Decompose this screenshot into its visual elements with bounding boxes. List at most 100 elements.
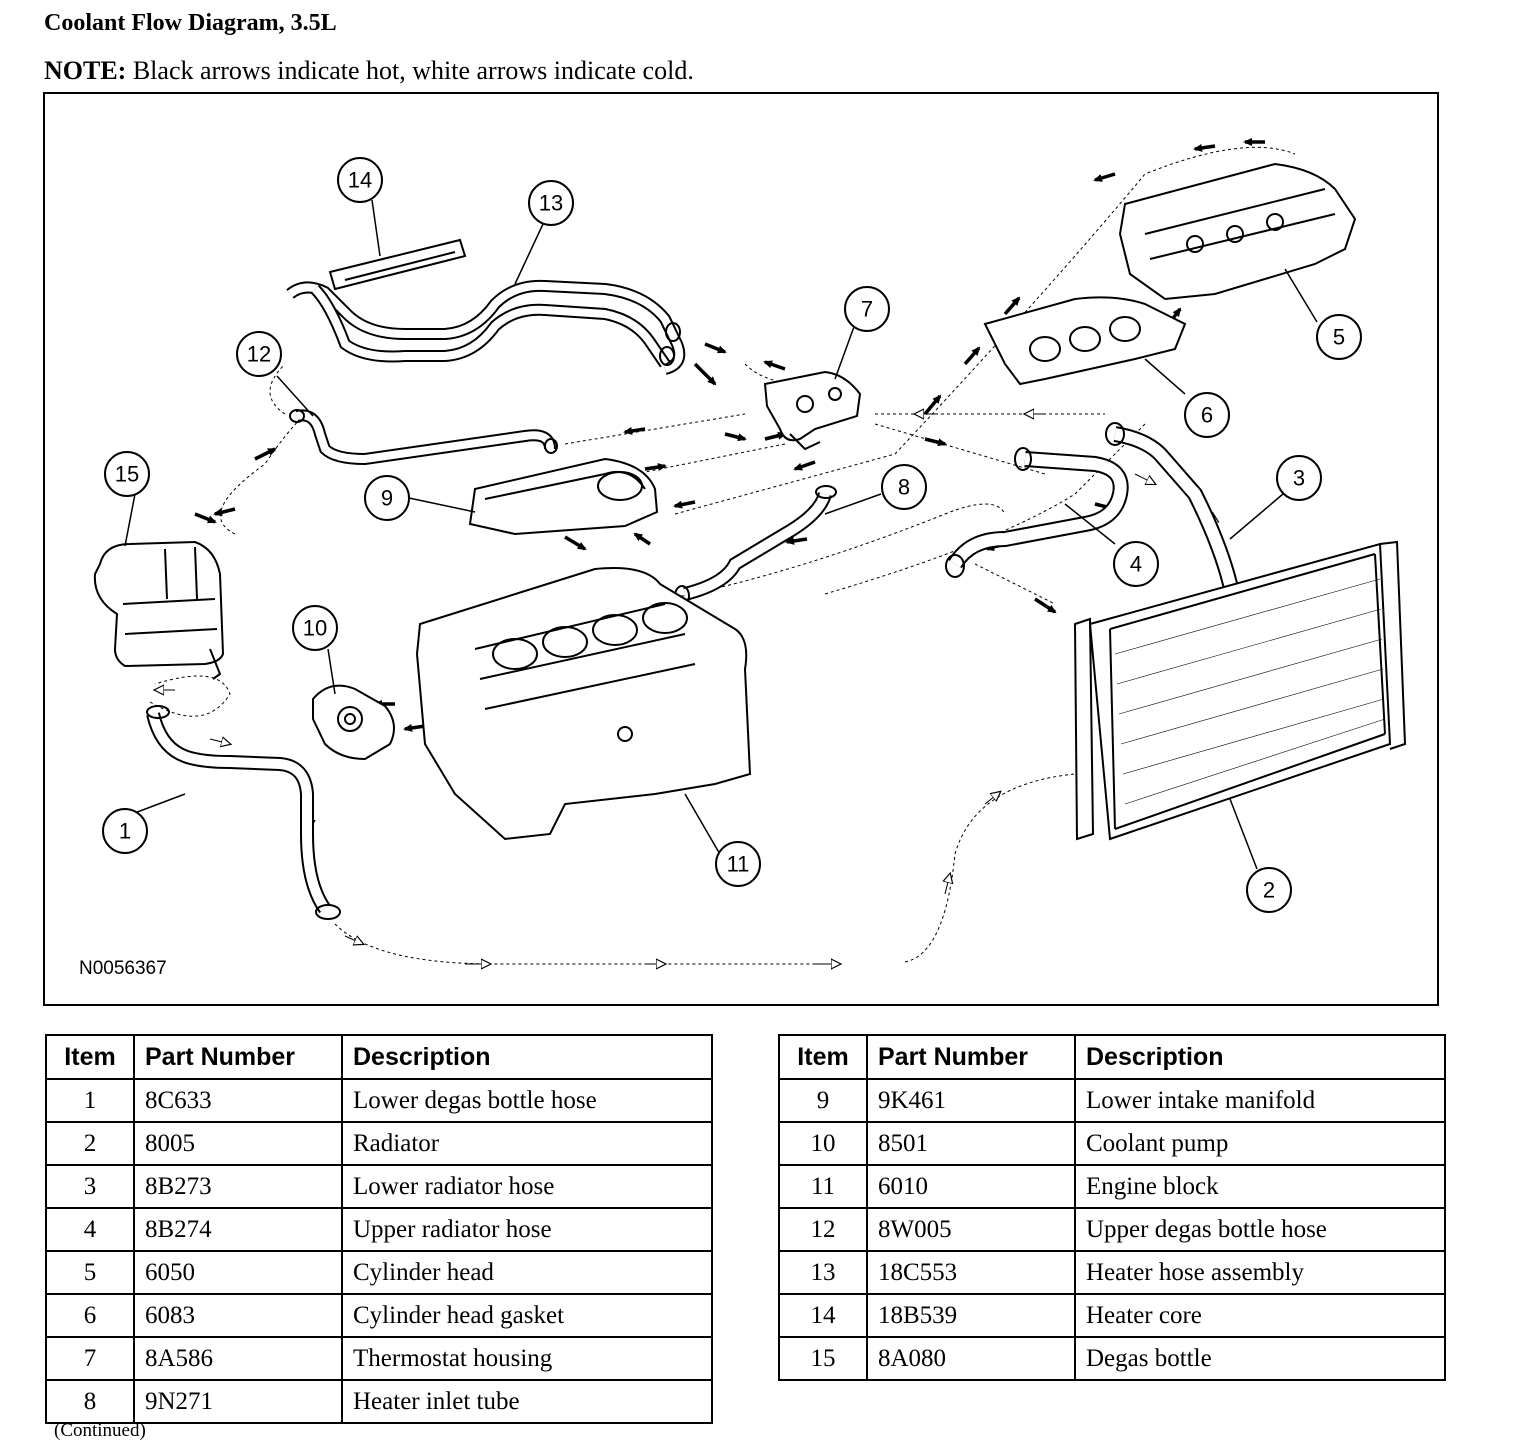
callout-circle-11 bbox=[715, 841, 761, 887]
callout-circle-5 bbox=[1316, 314, 1362, 360]
figure-id: N0056367 bbox=[79, 958, 167, 979]
description-cell: Radiator bbox=[341, 1121, 713, 1166]
callout-label-13: 13 bbox=[539, 191, 563, 216]
callout-circle-10 bbox=[292, 605, 338, 651]
page-title: Coolant Flow Diagram, 3.5L bbox=[44, 10, 337, 36]
heater-core-shape bbox=[328, 238, 467, 291]
degas-bottle-shape bbox=[93, 540, 225, 680]
description-cell: Heater hose assembly bbox=[1074, 1250, 1446, 1295]
callout-label-3: 3 bbox=[1293, 466, 1305, 491]
callout-circle-9 bbox=[364, 475, 410, 521]
header-part-number: Part Number bbox=[866, 1034, 1076, 1080]
part-number-cell: 18C553 bbox=[866, 1250, 1076, 1295]
callout-circle-15 bbox=[104, 451, 150, 497]
header-description: Description bbox=[341, 1034, 713, 1080]
description-cell: Heater inlet tube bbox=[341, 1379, 713, 1424]
components bbox=[93, 162, 1407, 920]
heater-hose-assembly-shape bbox=[286, 279, 686, 375]
part-number-cell: 6010 bbox=[866, 1164, 1076, 1209]
item-cell: 2 bbox=[45, 1121, 135, 1166]
coolant-flow-diagram: 1 2 3 4 5 6 7 8 9 10 11 12 13 14 15 N005… bbox=[43, 92, 1439, 1006]
heater-inlet-tube-shape bbox=[674, 485, 837, 607]
thermostat-housing-shape bbox=[763, 370, 862, 451]
callout-label-1: 1 bbox=[119, 819, 131, 844]
callout-circle-1 bbox=[102, 808, 148, 854]
item-cell: 4 bbox=[45, 1207, 135, 1252]
description-cell: Degas bottle bbox=[1074, 1336, 1446, 1381]
item-cell: 5 bbox=[45, 1250, 135, 1295]
part-number-cell: 8B274 bbox=[133, 1207, 343, 1252]
callout-circle-8 bbox=[881, 464, 927, 510]
callout-label-6: 6 bbox=[1201, 403, 1213, 428]
callout-labels: 1 2 3 4 5 6 7 8 9 10 11 12 13 14 15 bbox=[115, 168, 1345, 903]
table-header-row: Item Part Number Description bbox=[778, 1034, 1446, 1080]
part-number-cell: 8W005 bbox=[866, 1207, 1076, 1252]
callout-bubbles bbox=[102, 157, 1362, 913]
coolant-pump-shape bbox=[312, 684, 395, 761]
item-cell: 3 bbox=[45, 1164, 135, 1209]
callout-circle-7 bbox=[844, 286, 890, 332]
part-number-cell: 9K461 bbox=[866, 1078, 1076, 1123]
lower-degas-bottle-hose-shape bbox=[146, 705, 341, 920]
part-number-cell: 6083 bbox=[133, 1293, 343, 1338]
callout-circle-3 bbox=[1276, 455, 1322, 501]
item-cell: 8 bbox=[45, 1379, 135, 1424]
engine-block-shape bbox=[415, 567, 752, 841]
cylinder-head-shape bbox=[1118, 162, 1357, 301]
item-cell: 10 bbox=[778, 1121, 868, 1166]
callout-label-4: 4 bbox=[1130, 552, 1142, 577]
upper-radiator-hose-shape bbox=[945, 447, 1129, 578]
part-number-cell: 18B539 bbox=[866, 1293, 1076, 1338]
callout-label-2: 2 bbox=[1263, 878, 1275, 903]
part-number-cell: 6050 bbox=[133, 1250, 343, 1295]
item-cell: 11 bbox=[778, 1164, 868, 1209]
continued-note: (Continued) bbox=[54, 1420, 146, 1441]
radiator-shape bbox=[1073, 540, 1407, 841]
part-number-cell: 8B273 bbox=[133, 1164, 343, 1209]
note-text: Black arrows indicate hot, white arrows … bbox=[126, 56, 694, 85]
item-cell: 13 bbox=[778, 1250, 868, 1295]
part-number-cell: 9N271 bbox=[133, 1379, 343, 1424]
item-cell: 14 bbox=[778, 1293, 868, 1338]
note-label: NOTE: bbox=[44, 56, 127, 85]
callout-circle-4 bbox=[1113, 541, 1159, 587]
item-cell: 1 bbox=[45, 1078, 135, 1123]
part-number-cell: 8C633 bbox=[133, 1078, 343, 1123]
item-cell: 12 bbox=[778, 1207, 868, 1252]
header-item: Item bbox=[45, 1034, 135, 1080]
callout-label-7: 7 bbox=[861, 297, 873, 322]
part-number-cell: 8501 bbox=[866, 1121, 1076, 1166]
callout-circle-12 bbox=[236, 331, 282, 377]
item-cell: 7 bbox=[45, 1336, 135, 1381]
callout-label-10: 10 bbox=[303, 616, 327, 641]
header-item: Item bbox=[778, 1034, 868, 1080]
callout-label-12: 12 bbox=[247, 342, 271, 367]
description-cell: Cylinder head gasket bbox=[341, 1293, 713, 1338]
part-number-cell: 8A080 bbox=[866, 1336, 1076, 1381]
upper-degas-bottle-hose-shape bbox=[289, 409, 558, 466]
callout-label-15: 15 bbox=[115, 462, 139, 487]
diagram-drawing: 1 2 3 4 5 6 7 8 9 10 11 12 13 14 15 bbox=[93, 138, 1407, 1004]
description-cell: Cylinder head bbox=[341, 1250, 713, 1295]
callout-circle-2 bbox=[1246, 867, 1292, 913]
callout-label-11: 11 bbox=[727, 852, 750, 877]
item-cell: 15 bbox=[778, 1336, 868, 1381]
callout-circle-6 bbox=[1184, 392, 1230, 438]
description-cell: Engine block bbox=[1074, 1164, 1446, 1209]
lower-intake-manifold-shape bbox=[468, 457, 659, 536]
callout-label-8: 8 bbox=[898, 475, 910, 500]
description-cell: Lower degas bottle hose bbox=[341, 1078, 713, 1123]
table-header-row: Item Part Number Description bbox=[45, 1034, 713, 1080]
